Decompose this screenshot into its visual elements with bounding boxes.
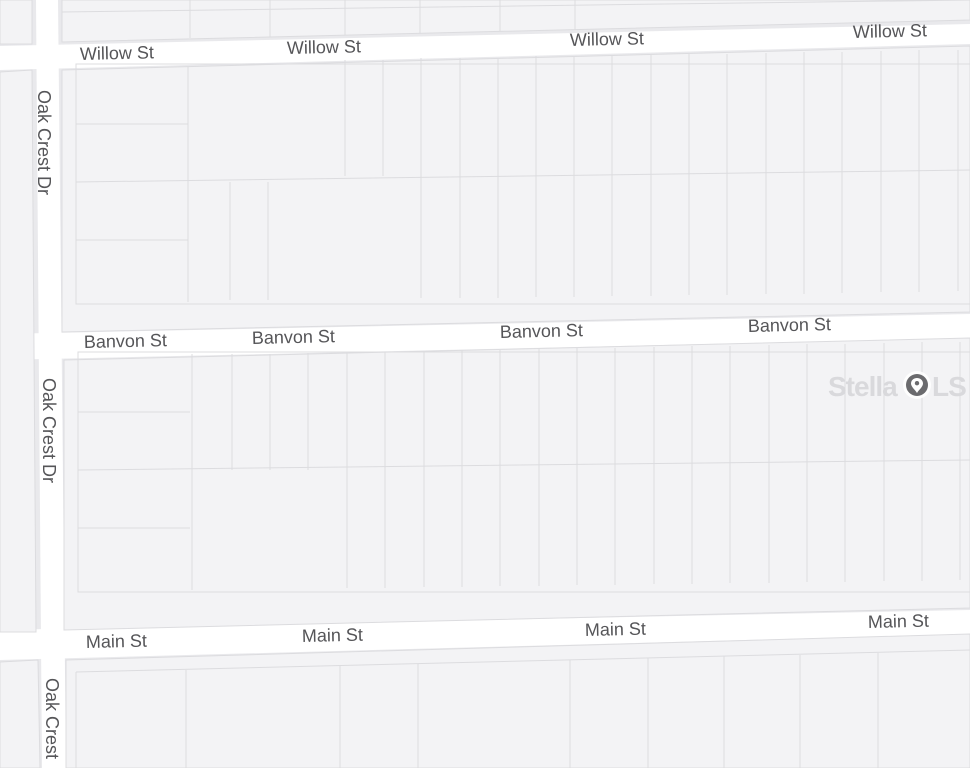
road-main-st bbox=[0, 610, 970, 660]
block-west-3 bbox=[0, 659, 41, 768]
label-willow-st-4: Willow St bbox=[853, 20, 927, 42]
road-banvon-st bbox=[0, 314, 970, 360]
label-main-st-3: Main St bbox=[585, 619, 646, 640]
label-main-st-4: Main St bbox=[868, 611, 929, 632]
label-banvon-st-3: Banvon St bbox=[500, 320, 583, 342]
label-banvon-st-1: Banvon St bbox=[84, 330, 167, 352]
label-willow-st-3: Willow St bbox=[570, 28, 644, 50]
label-oak-crest-dr-1: Oak Crest Dr bbox=[34, 90, 54, 195]
lots-willow-banvon bbox=[75, 50, 970, 302]
label-willow-st-1: Willow St bbox=[80, 42, 154, 64]
block-willow-banvon bbox=[61, 45, 970, 333]
block-willow-banvon-inner bbox=[75, 63, 970, 305]
label-main-st-1: Main St bbox=[86, 631, 147, 652]
watermark-suffix: LS bbox=[932, 371, 966, 402]
lots-north-of-willow bbox=[61, 0, 970, 38]
label-oak-crest-dr-2: Oak Crest Dr bbox=[39, 378, 59, 483]
watermark-prefix: Stella bbox=[828, 371, 898, 402]
block-west-2 bbox=[0, 69, 37, 633]
block-banvon-main bbox=[63, 337, 970, 631]
watermark: Stella LS bbox=[828, 371, 967, 402]
label-main-st-2: Main St bbox=[302, 625, 363, 646]
block-banvon-main-inner bbox=[77, 351, 970, 593]
map-pin-icon[interactable] bbox=[903, 371, 931, 399]
road-willow-st bbox=[0, 24, 970, 70]
lots-south-of-main bbox=[75, 649, 970, 768]
block-south-of-main bbox=[65, 633, 970, 768]
block-west-1 bbox=[0, 0, 33, 45]
road-oak-crest-dr bbox=[36, 0, 66, 768]
label-banvon-st-4: Banvon St bbox=[748, 314, 831, 336]
lots-banvon-main bbox=[77, 342, 970, 590]
label-oak-crest-partial: Oak Crest bbox=[42, 678, 62, 759]
label-willow-st-2: Willow St bbox=[287, 36, 361, 58]
block-north-of-willow bbox=[61, 0, 970, 43]
label-banvon-st-2: Banvon St bbox=[252, 326, 335, 348]
